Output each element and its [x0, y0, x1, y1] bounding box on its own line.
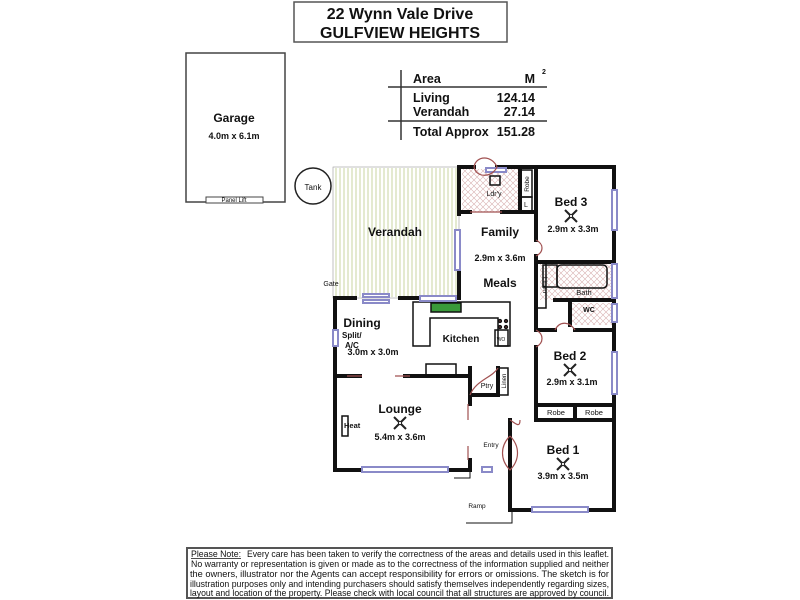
- ramp-label: Ramp: [468, 503, 486, 510]
- garage-size: 4.0m x 6.1m: [208, 131, 259, 141]
- bath-label: Bath: [576, 288, 591, 297]
- disclaimer-note: Please Note: Every care has been taken t…: [186, 547, 613, 599]
- bed3-label: Bed 3: [555, 195, 588, 209]
- bed2-robe-label: Robe: [547, 408, 565, 417]
- linen-hall-label: Linen: [541, 277, 548, 293]
- ramp: [454, 470, 513, 524]
- wc-tiles: [570, 303, 612, 325]
- note-heading: Please Note:: [191, 549, 241, 559]
- doors: [347, 157, 576, 471]
- area-row-value: 124.14: [497, 91, 535, 105]
- lounge-label: Lounge: [378, 402, 422, 416]
- entry-label: Entry: [483, 442, 499, 449]
- area-row-value: 27.14: [504, 105, 535, 119]
- kitchen-counters: [341, 169, 608, 437]
- garage-label: Garage: [213, 111, 255, 125]
- windows: [332, 167, 618, 513]
- ceiling-fan-icon: [564, 209, 578, 223]
- title-suburb: GULFVIEW HEIGHTS: [320, 25, 480, 42]
- heater-label: Heat: [344, 421, 361, 430]
- laundry-robe-label: Robe: [524, 176, 531, 192]
- note-line: No warranty or representation is given o…: [191, 559, 609, 569]
- area-total-label: Total Approx: [413, 125, 489, 139]
- area-table: Area M 2 Living 124.14 Verandah 27.14 To…: [388, 69, 547, 140]
- area-header-label: Area: [413, 72, 442, 86]
- panel-lift-label: Panel Lift: [221, 198, 246, 204]
- bed3-size: 2.9m x 3.3m: [547, 224, 598, 234]
- pantry-label: Ptry: [481, 383, 494, 390]
- note-line: the owners, illustrator nor the Agents c…: [190, 569, 609, 579]
- area-header-unit-sup: 2: [542, 69, 546, 76]
- bed2-size: 2.9m x 3.1m: [546, 377, 597, 387]
- ceiling-fan-icon: [556, 457, 570, 471]
- ceiling-fan-icon: [393, 416, 407, 430]
- garage-panel-lift-door: [205, 196, 264, 204]
- garage: [185, 52, 286, 203]
- note-line: layout and location of the property. Ple…: [190, 588, 609, 598]
- verandah-label: Verandah: [368, 225, 422, 239]
- area-row-label: Verandah: [413, 105, 469, 119]
- bed1-label: Bed 1: [547, 443, 580, 457]
- bed1-robe-label: Robe: [585, 408, 603, 417]
- kitchen-label: Kitchen: [443, 334, 480, 345]
- wc-label: WC: [583, 307, 595, 314]
- area-row-label: Living: [413, 91, 450, 105]
- lounge-size: 5.4m x 3.6m: [374, 432, 425, 442]
- meals-label: Meals: [483, 276, 517, 290]
- tank-label: Tank: [305, 183, 323, 192]
- verandah-deck: [335, 168, 457, 297]
- bed2-label: Bed 2: [554, 349, 587, 363]
- tank: [294, 167, 332, 205]
- note-line: Every care has been taken to verify the …: [247, 549, 609, 559]
- split-ac-label: Split/: [342, 331, 362, 340]
- split-ac-label-2: A/C: [345, 341, 359, 350]
- l-cupboard-label: L: [524, 202, 528, 209]
- title-box: [293, 1, 508, 43]
- title-address: 22 Wynn Vale Drive: [327, 6, 474, 23]
- gate-label: Gate: [323, 281, 338, 288]
- ceiling-fan-icon: [563, 363, 577, 377]
- family-label: Family: [481, 225, 519, 239]
- laundry-label: Ldr'y: [487, 191, 502, 198]
- area-total-value: 151.28: [497, 125, 535, 139]
- bath-tiles: [540, 264, 612, 300]
- dining-label: Dining: [343, 316, 380, 330]
- dining-size: 3.0m x 3.0m: [347, 347, 398, 357]
- wall-oven-label: WO: [497, 337, 506, 343]
- family-size: 2.9m x 3.6m: [474, 253, 525, 263]
- area-header-unit: M: [525, 72, 535, 86]
- bed1-size: 3.9m x 3.5m: [537, 471, 588, 481]
- note-line: illustration purposes only and intending…: [190, 579, 609, 589]
- linen-pantry-label: Linen: [502, 374, 508, 389]
